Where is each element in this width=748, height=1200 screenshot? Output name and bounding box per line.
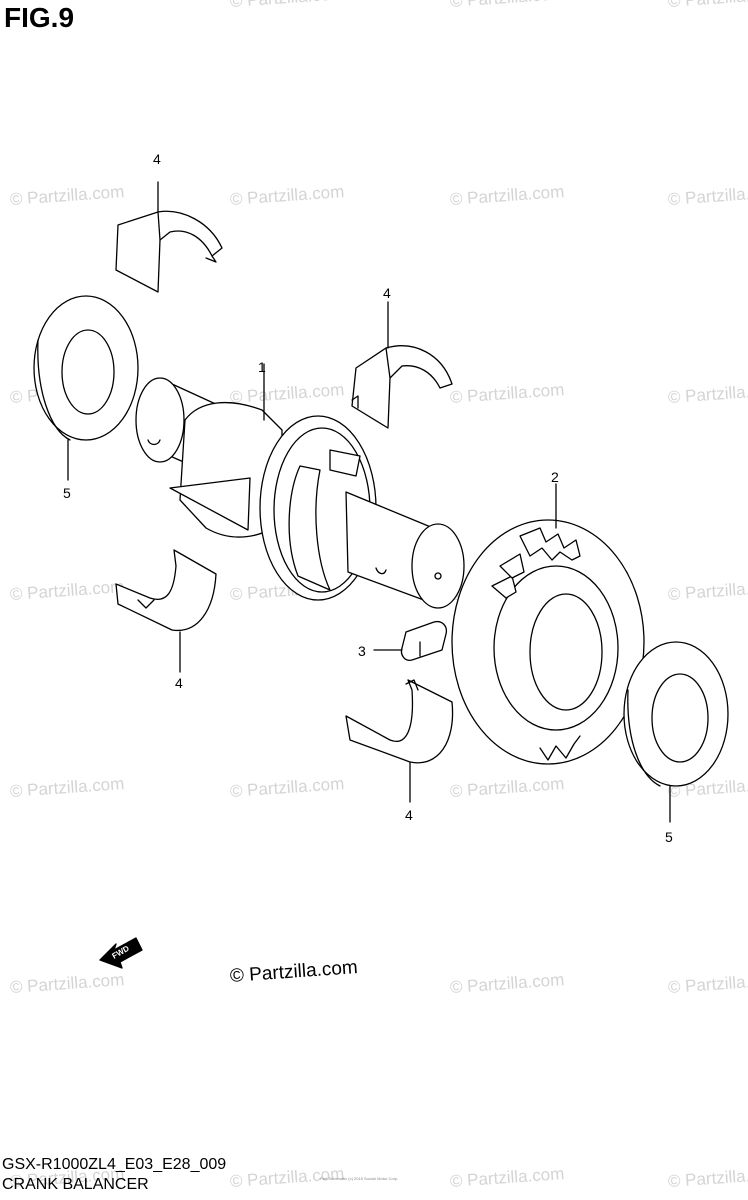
callout-number: 4 [405,807,413,823]
figure-title: FIG.9 [4,2,75,33]
callout-number: 4 [383,285,391,301]
thrust-washer-left [33,295,139,481]
thrust-washer-right [623,641,729,823]
callout-number: 5 [665,829,673,845]
balancer-driven-gear [451,483,645,765]
balancer-shaft [135,363,465,609]
fwd-arrow-icon [99,937,143,969]
bearing-shell-upper [351,301,453,429]
callout-number: 3 [358,643,366,659]
callout-number: 1 [258,359,266,375]
diagram-code: GSX-R1000ZL4_E03_E28_009 [2,1156,227,1173]
bearing-shell-top [115,181,223,293]
bearing-shell-lower-right [345,679,454,803]
callout-number: 5 [63,485,71,501]
callout-number: 2 [551,469,559,485]
callout-number: 4 [153,151,161,167]
woodruff-key [373,620,448,661]
callout-number: 4 [175,675,183,691]
section-name: CRANK BALANCER [2,1176,149,1193]
bearing-shell-lower-left [115,549,217,673]
fine-print: Part Schematic (c) 2015 Suzuki Motor Cor… [320,1176,399,1181]
